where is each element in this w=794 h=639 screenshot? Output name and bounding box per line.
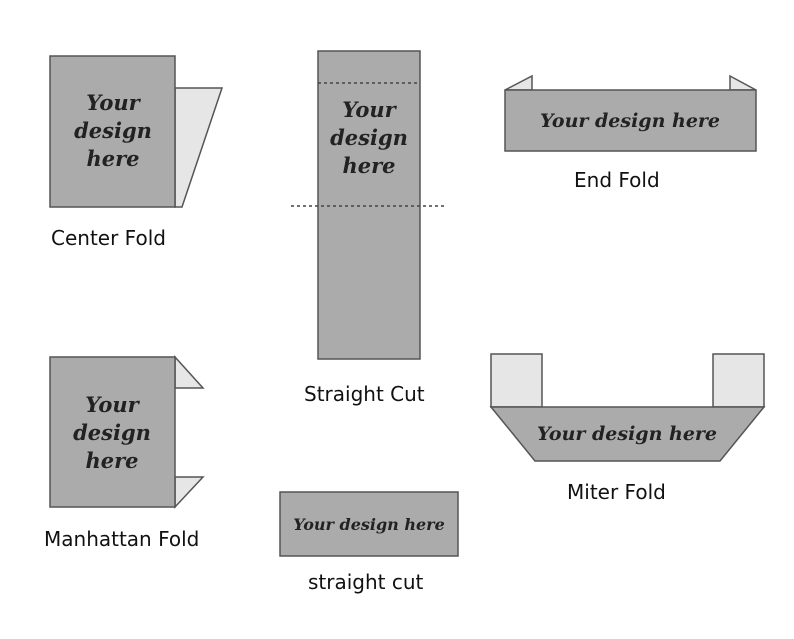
end-fold-design-text: Your design here xyxy=(540,110,720,132)
straight-cut-small-illustration: Your design here xyxy=(279,491,459,557)
center-fold-design-text-line1: Your xyxy=(86,90,141,115)
miter-fold-label-body xyxy=(489,406,766,462)
center-fold-illustration: Your design here xyxy=(49,55,224,208)
center-fold-caption: Center Fold xyxy=(51,226,166,250)
miter-fold-design-text: Your design here xyxy=(537,423,717,445)
straight-cut-small-label-body xyxy=(279,491,459,557)
miter-fold-illustration: Your design here xyxy=(489,353,766,462)
straight-cut-long-label-body xyxy=(317,50,421,360)
end-fold-left-flap xyxy=(504,74,533,91)
straight-cut-small-caption: straight cut xyxy=(308,570,424,594)
miter-fold-caption: Miter Fold xyxy=(567,480,666,504)
end-fold-label-body xyxy=(504,89,757,152)
center-fold-flap xyxy=(174,87,224,208)
end-fold-illustration: Your design here xyxy=(504,74,757,152)
miter-fold-left-flap xyxy=(490,353,543,408)
manhattan-fold-design-text-line3: here xyxy=(85,448,138,473)
center-fold-design-text-line3: here xyxy=(86,146,139,171)
straight-cut-long-illustration: Your design here xyxy=(291,50,447,360)
manhattan-fold-illustration: Your design here xyxy=(49,355,205,509)
center-fold-design-text-line2: design xyxy=(74,118,152,143)
end-fold-right-flap xyxy=(729,74,757,91)
end-fold-caption: End Fold xyxy=(574,168,660,192)
manhattan-fold-design-text-line2: design xyxy=(73,420,151,445)
miter-fold-right-flap xyxy=(712,353,765,408)
straight-cut-small-design-text: Your design here xyxy=(293,515,445,534)
manhattan-fold-design-text-line1: Your xyxy=(85,392,140,417)
straight-cut-design-text-line1: Your xyxy=(342,97,397,122)
straight-cut-long-caption: Straight Cut xyxy=(304,382,425,406)
manhattan-fold-bottom-flap xyxy=(174,476,205,509)
manhattan-fold-label-body xyxy=(49,356,176,508)
manhattan-fold-top-flap xyxy=(174,355,205,389)
manhattan-fold-caption: Manhattan Fold xyxy=(44,527,200,551)
center-fold-label-body xyxy=(49,55,176,208)
straight-cut-design-text-line3: here xyxy=(342,153,395,178)
straight-cut-design-text-line2: design xyxy=(330,125,408,150)
